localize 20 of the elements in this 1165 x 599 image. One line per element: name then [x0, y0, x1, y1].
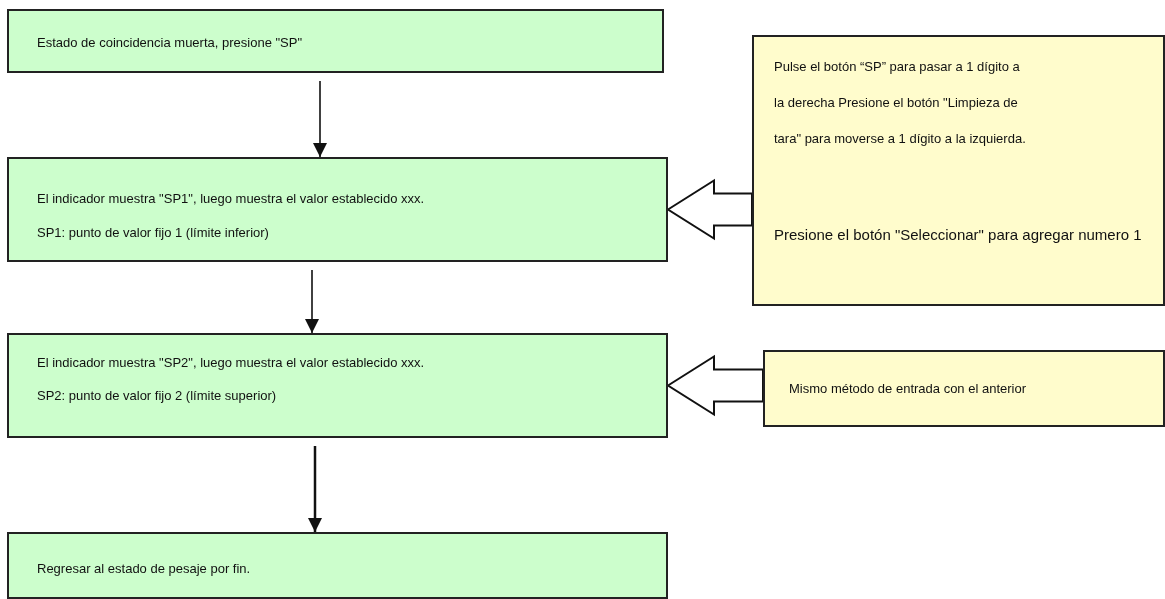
process-box: [7, 157, 668, 262]
step-text: El indicador muestra "SP1", luego muestra el valor establecido xxx.: [37, 191, 425, 206]
step-text: Mismo método de entrada con el anterior: [789, 381, 1026, 396]
step-text: SP2: punto de valor fijo 2 (límite superior): [37, 388, 277, 403]
step-text: Presione el botón "Seleccionar" para agregar numero 1: [774, 225, 1143, 245]
block-arrow: [666, 354, 764, 417]
step-text: El indicador muestra "SP2", luego muestra el valor establecido xxx.: [37, 355, 425, 370]
arrow: [305, 269, 319, 334]
process-box: [7, 333, 668, 438]
note-box: [752, 35, 1165, 306]
arrow: [308, 446, 322, 532]
step-text: Pulse el botón “SP” para pasar a 1 dígito a la derecha Presione el botón "Limpieza de tara" para moverse a 1 dígito a la izquierda.: [774, 58, 1027, 148]
process-box: [7, 532, 668, 599]
step-text: Regresar al estado de pesaje por fin.: [37, 561, 251, 576]
note-box: [763, 350, 1165, 427]
arrow: [313, 80, 327, 158]
step-text: SP1: punto de valor fijo 1 (límite inferior): [37, 225, 269, 240]
process-box: [7, 9, 664, 73]
step-text: Estado de coincidencia muerta, presione "SP": [37, 35, 303, 50]
block-arrow: [666, 178, 753, 241]
